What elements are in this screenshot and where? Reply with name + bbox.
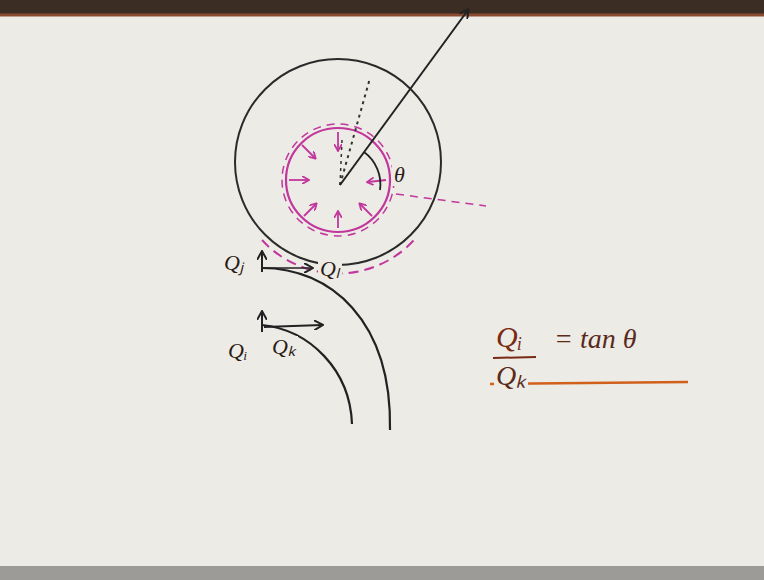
flux-label: Qⱼ: [222, 252, 246, 274]
flux-label: Qₖ: [270, 336, 298, 358]
fraction-denominator: Qₖ: [494, 362, 528, 390]
flux-label: Qᵢ: [226, 340, 249, 362]
equation-text: = tan θ: [552, 325, 638, 353]
angle-label: θ: [392, 164, 407, 186]
fraction-numerator: Qᵢ: [494, 322, 524, 352]
flux-label: Qₗ: [318, 258, 342, 280]
